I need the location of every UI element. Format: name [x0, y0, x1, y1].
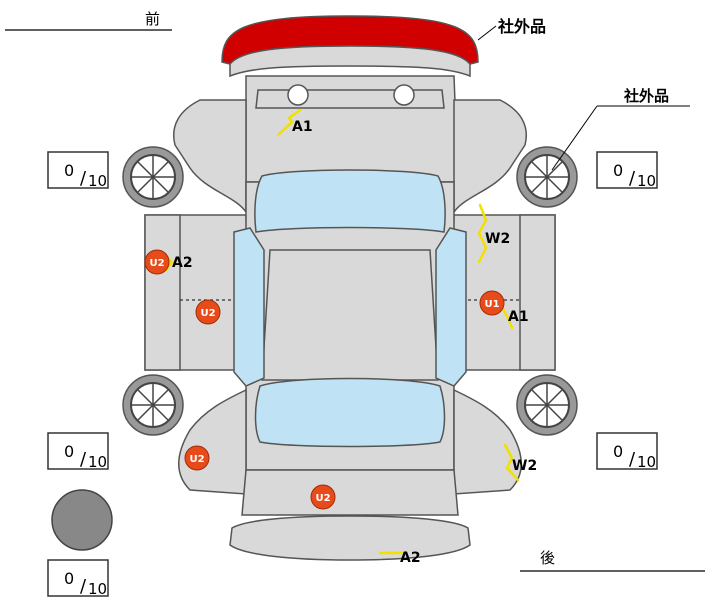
glass	[233, 169, 467, 448]
windshield	[254, 169, 446, 233]
left-windows	[233, 227, 265, 387]
svg-text:U2: U2	[200, 308, 215, 319]
front-label: 前	[145, 10, 160, 28]
svg-text:0: 0	[64, 442, 74, 461]
damage-badges: U2 U2 U1 U2 U2	[144, 249, 505, 510]
damage-badge-trunk: U2	[310, 484, 336, 510]
left-rear-fender	[178, 388, 247, 495]
svg-text:0: 0	[64, 161, 74, 180]
aftermarket-bumper-label: 社外品	[497, 17, 546, 36]
hood-scratch-line	[276, 108, 302, 137]
tread-gauges: 0 / 10 0 / 10 0 / 10 0 / 10 0 / 10	[47, 151, 658, 598]
tread-gauge-spare: 0 / 10	[47, 559, 109, 598]
hood-panel	[255, 89, 445, 109]
right-front-fender	[453, 99, 527, 215]
rear-right-wheel	[516, 374, 578, 436]
svg-text:10: 10	[88, 172, 107, 190]
left-headlight	[287, 84, 309, 106]
svg-text:/: /	[80, 576, 87, 597]
right-rear-fender-wave-line	[503, 443, 520, 482]
rear-bumper	[229, 515, 471, 561]
damage-code-right-rear-door-scratch: A1	[508, 309, 529, 325]
svg-text:/: /	[80, 449, 87, 470]
right-rear-fender	[453, 388, 522, 495]
right-windows	[435, 227, 467, 387]
svg-text:U2: U2	[149, 258, 164, 269]
svg-text:U1: U1	[484, 299, 499, 310]
tread-gauge-rear-right: 0 / 10	[596, 432, 658, 471]
right-sill	[519, 214, 556, 371]
damage-badge-left-rear-door: U2	[195, 299, 221, 325]
damage-code-rear-bumper: A2	[400, 550, 421, 566]
svg-text:U2: U2	[315, 493, 330, 504]
damage-code-right-rear-fender: W2	[512, 458, 537, 474]
svg-text:0: 0	[613, 161, 623, 180]
aftermarket-bumper-leader	[477, 25, 497, 41]
tread-gauge-rear-left: 0 / 10	[47, 432, 109, 471]
rear-label: 後	[540, 549, 555, 567]
svg-text:U2: U2	[189, 454, 204, 465]
damage-badge-right-rear-door: U1	[479, 290, 505, 316]
rear-window	[254, 377, 446, 448]
hood	[245, 75, 459, 183]
damage-badge-left-rear-fender: U2	[184, 445, 210, 471]
aftermarket-wheel-label: 社外品	[623, 87, 669, 105]
wheels	[122, 146, 578, 436]
svg-text:/: /	[629, 168, 636, 189]
damage-code-hood: A1	[292, 119, 313, 135]
aftermarket-wheel-leader	[551, 105, 598, 171]
left-front-fender	[173, 99, 247, 215]
svg-text:10: 10	[88, 580, 107, 598]
roof	[261, 249, 439, 381]
front-grille	[229, 45, 471, 78]
damage-code-right-front-door: W2	[485, 231, 510, 247]
rear-left-wheel	[122, 374, 184, 436]
svg-text:10: 10	[88, 453, 107, 471]
damage-text-labels: A1 A2 W2 A1 W2 A2	[172, 119, 537, 566]
svg-text:0: 0	[64, 569, 74, 588]
front-left-wheel	[122, 146, 184, 208]
svg-text:/: /	[629, 449, 636, 470]
svg-text:10: 10	[637, 453, 656, 471]
right-headlight	[393, 84, 415, 106]
damage-badge-left-front-door: U2	[144, 249, 170, 275]
left-sill	[144, 214, 181, 371]
tread-gauge-front-right: 0 / 10	[596, 151, 658, 190]
front-right-wheel	[516, 146, 578, 208]
spare-tire	[51, 489, 113, 551]
tread-gauge-front-left: 0 / 10	[47, 151, 109, 190]
car-body	[144, 15, 556, 561]
svg-text:0: 0	[613, 442, 623, 461]
trunk	[241, 469, 459, 516]
right-front-door-wave-line	[477, 203, 488, 264]
svg-text:/: /	[80, 168, 87, 189]
svg-text:10: 10	[637, 172, 656, 190]
damage-code-left-front-door-scratch: A2	[172, 255, 193, 271]
